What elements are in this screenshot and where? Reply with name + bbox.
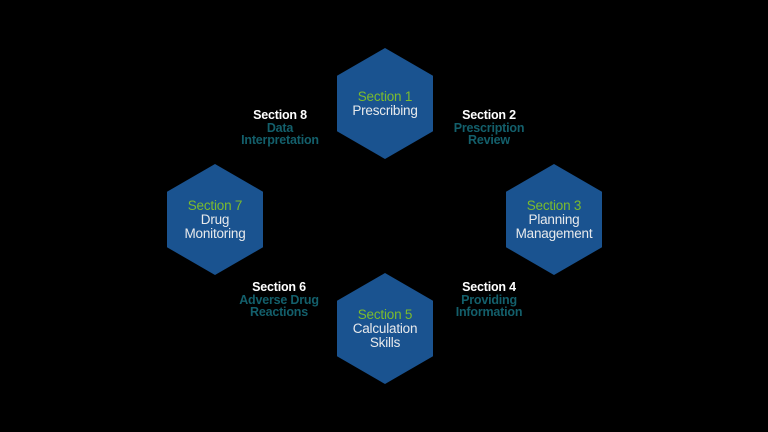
label-section-8: Section 8 Data Interpretation: [225, 109, 335, 147]
section-5-title-line: Calculation: [352, 320, 418, 336]
section-6-title-line: Reactions: [250, 305, 308, 319]
hexagon-section-5: Section 5 Calculation Skills: [337, 273, 433, 384]
hexagon-section-7-content: Section 7 Drug Monitoring: [184, 197, 246, 241]
label-section-2: Section 2 Prescription Review: [434, 109, 544, 147]
section-2-title-line: Review: [468, 133, 510, 147]
section-5-number: Section 5: [357, 306, 413, 322]
section-1-number: Section 1: [357, 88, 413, 104]
section-3-number: Section 3: [526, 197, 582, 213]
label-section-4: Section 4 Providing Information: [434, 281, 544, 319]
section-4-title-line: Information: [455, 305, 523, 319]
section-3-title-line: Management: [515, 225, 593, 241]
section-4-number: Section 4: [462, 280, 516, 294]
section-2-title-line: Prescription: [453, 120, 525, 135]
section-2-number: Section 2: [462, 108, 516, 122]
hexagon-section-1: Section 1 Prescribing: [337, 48, 433, 159]
section-8-title-line: Data: [266, 120, 294, 135]
section-6-number: Section 6: [252, 280, 306, 294]
hexagon-section-3: Section 3 Planning Management: [506, 164, 602, 275]
hexagon-section-3-content: Section 3 Planning Management: [515, 197, 593, 241]
section-5-title-line: Skills: [369, 334, 401, 350]
section-8-number: Section 8: [253, 108, 307, 122]
hexagon-section-5-content: Section 5 Calculation Skills: [352, 306, 418, 350]
section-7-title-line: Drug: [200, 211, 230, 227]
hexagon-section-1-content: Section 1 Prescribing: [352, 88, 418, 118]
section-7-number: Section 7: [187, 197, 243, 213]
section-3-title-line: Planning: [528, 211, 580, 227]
section-7-title-line: Monitoring: [184, 225, 246, 241]
section-4-title-line: Providing: [461, 292, 517, 307]
hexagon-section-7: Section 7 Drug Monitoring: [167, 164, 263, 275]
section-1-title-line: Prescribing: [352, 102, 418, 118]
label-section-6: Section 6 Adverse Drug Reactions: [224, 281, 334, 319]
section-6-title-line: Adverse Drug: [239, 292, 319, 307]
section-8-title-line: Interpretation: [241, 133, 319, 147]
